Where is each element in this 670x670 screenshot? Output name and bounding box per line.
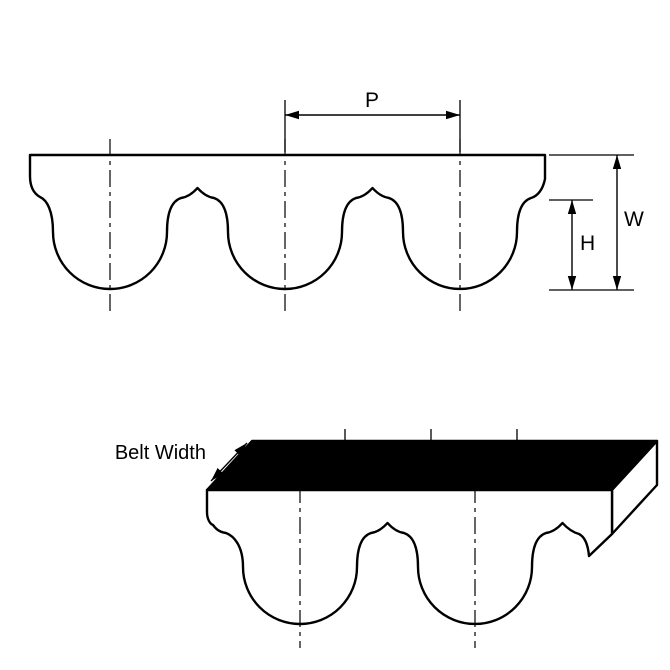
pitch-label: P (365, 89, 379, 112)
belt-width-dimension: Belt Width (115, 442, 248, 482)
belt-width-label: Belt Width (115, 442, 206, 464)
belt-3d-view (205, 429, 659, 648)
belt-top-surface (205, 439, 659, 492)
belt-front-face (205, 488, 614, 626)
drawing-root: P W H (28, 89, 659, 648)
belt-height-label: W (624, 208, 644, 231)
belt-width-arrow (210, 442, 248, 482)
belt-height-dimension: W (549, 154, 644, 291)
pitch-dimension: P (284, 89, 461, 152)
belt-profile-outline (28, 153, 547, 291)
belt-profile-section (28, 139, 547, 312)
tooth-height-dimension: H (549, 199, 595, 290)
tooth-height-label: H (580, 232, 595, 255)
